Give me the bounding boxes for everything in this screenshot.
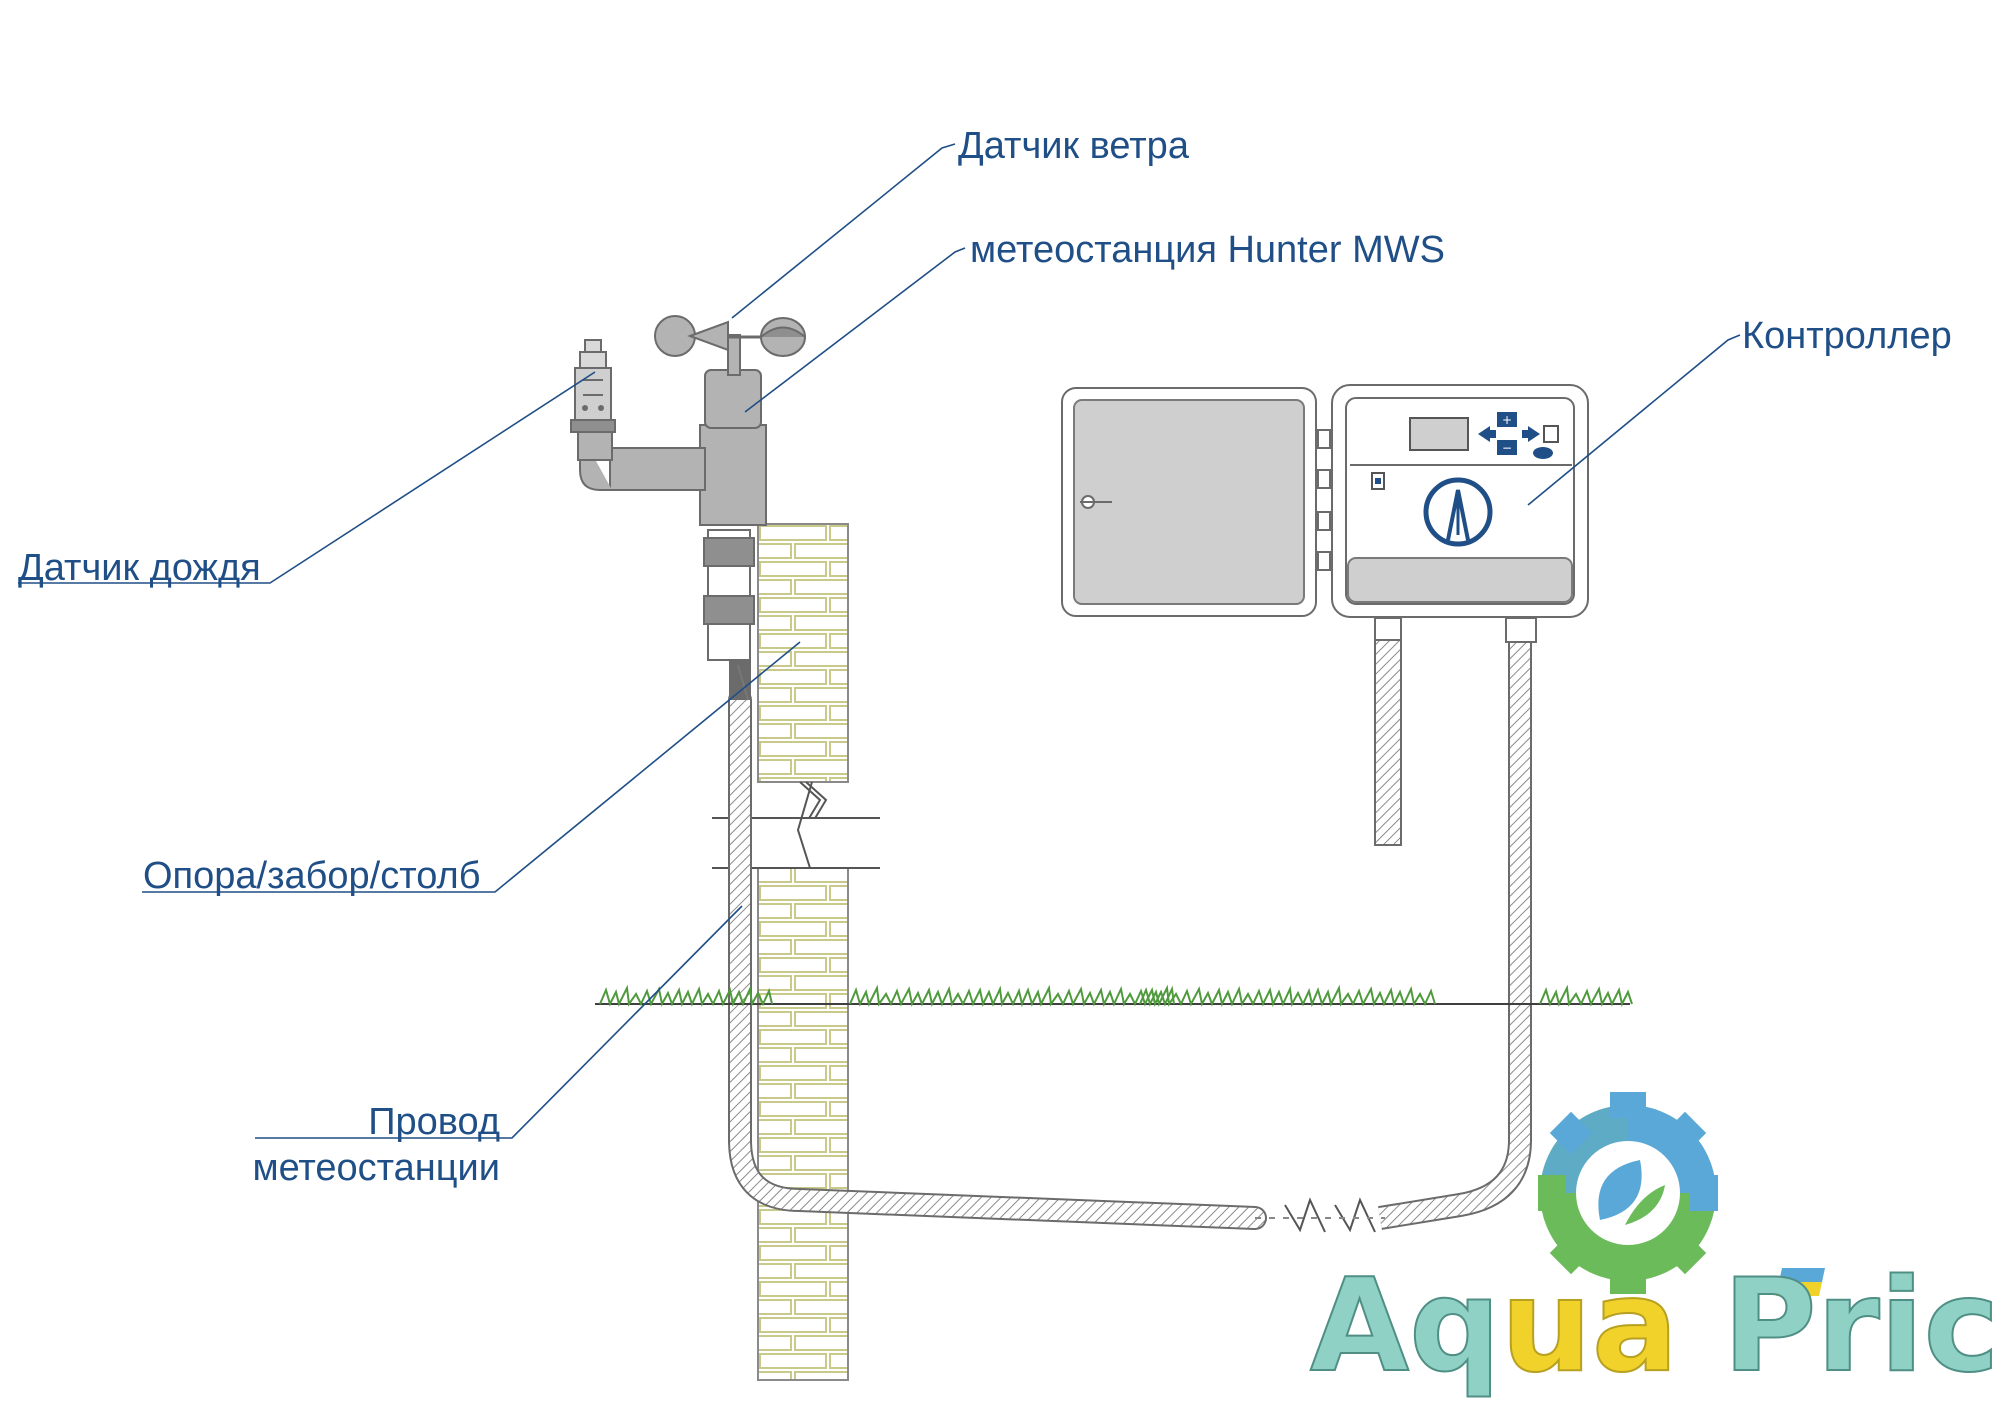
station-wire (728, 639, 1532, 1233)
gear-leaf-icon (1538, 1092, 1718, 1294)
label-weather-station: метеостанция Hunter MWS (970, 229, 1445, 271)
arrow-right-icon[interactable] (1528, 426, 1540, 442)
rain-sensor (570, 339, 616, 433)
weather-station (577, 369, 767, 661)
leader-controller (1527, 334, 1741, 506)
label-support: Опора/забор/столб (143, 855, 480, 897)
leader-rain-sensor (18, 371, 596, 584)
logo-text-part2: ua (1501, 1252, 1679, 1401)
ground-grass (595, 984, 1633, 1008)
aqua-price-logo: Aqua Price (1309, 1092, 2000, 1402)
logo-text-part1: Aq (1310, 1252, 1501, 1401)
label-wind-sensor: Датчик ветра (958, 125, 1190, 167)
label-controller: Контроллер (1742, 315, 1952, 357)
plus-button-label: + (1502, 413, 1512, 427)
plus-button[interactable] (1497, 412, 1517, 427)
arrow-left-icon[interactable] (1478, 426, 1490, 442)
controller-device: + − (1061, 384, 1589, 643)
wind-sensor (654, 315, 806, 376)
leader-wind-sensor (731, 143, 956, 319)
label-wire-line2: метеостанции (252, 1147, 500, 1189)
minus-button[interactable] (1497, 440, 1517, 455)
label-rain-sensor: Датчик дождя (18, 547, 261, 589)
label-wire-line1: Провод (368, 1101, 500, 1143)
minus-button-label: − (1502, 441, 1512, 455)
leader-weather-station (744, 247, 966, 413)
logo-text: Aqua Price (1310, 1252, 2000, 1401)
logo-text-part3: Price (1678, 1252, 2000, 1401)
leader-wire (255, 905, 743, 1139)
leader-support (142, 641, 801, 893)
